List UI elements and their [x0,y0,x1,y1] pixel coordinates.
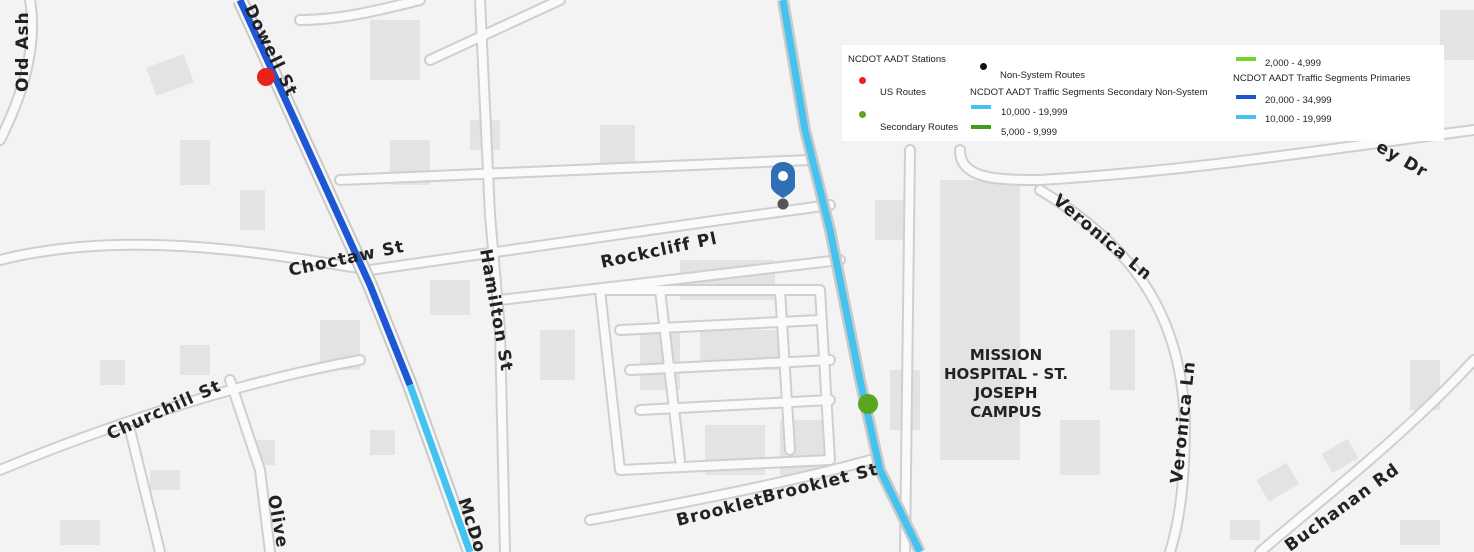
secondary-segment-10k[interactable] [779,0,924,552]
legend-sec-5k-swatch [971,125,991,129]
legend-pri-10k-label: 10,000 - 19,999 [1265,114,1332,125]
us-route-station[interactable] [257,68,275,86]
legend-secondary-routes-label: Secondary Routes [880,122,959,133]
primaries-segment-10k[interactable] [406,383,474,552]
street-label-churchill: Churchill St [104,376,225,444]
primaries-segment-20k[interactable] [236,0,414,387]
legend-us-routes-label: US Routes [880,87,926,98]
legend-non-system-swatch [980,63,987,70]
street-label-hamilton: Hamilton St [475,247,516,373]
legend-sec-10k-label: 10,000 - 19,999 [1001,107,1068,118]
poi-label-line-3: JOSEPH [974,384,1038,402]
street-label-veronica-2: Veronica Ln [1167,360,1200,485]
legend-pri-20k-swatch [1236,95,1256,99]
legend-us-routes-swatch [859,77,866,84]
legend-sec-10k-swatch [971,105,991,109]
map-legend: NCDOT AADT Stations US Routes Secondary … [842,45,1444,141]
poi-label-line-4: CAMPUS [970,403,1042,421]
legend-secondary-nonsystem-title: NCDOT AADT Traffic Segments Secondary No… [970,87,1208,98]
legend-primaries-title: NCDOT AADT Traffic Segments Primaries [1233,73,1411,84]
legend-pri-10k-swatch [1236,115,1256,119]
legend-stations-title: NCDOT AADT Stations [848,54,946,65]
poi-label-line-2: HOSPITAL - ST. [944,365,1068,383]
street-label-buchanan: Buchanan Rd [1281,460,1403,552]
poi-label-line-1: MISSION [970,346,1042,364]
legend-non-system-label: Non-System Routes [1000,70,1086,81]
legend-secondary-routes-swatch [859,111,866,118]
secondary-route-station[interactable] [858,394,878,414]
legend-sec-2k-swatch [1236,57,1256,61]
street-label-veronica-1: Veronica Ln [1049,191,1156,285]
location-pin-icon[interactable] [771,162,795,212]
legend-pri-20k-label: 20,000 - 34,999 [1265,95,1332,106]
street-label-old-ash: Old Ash [13,11,33,92]
legend-sec-2k-label: 2,000 - 4,999 [1265,58,1321,69]
legend-sec-5k-label: 5,000 - 9,999 [1001,127,1057,138]
